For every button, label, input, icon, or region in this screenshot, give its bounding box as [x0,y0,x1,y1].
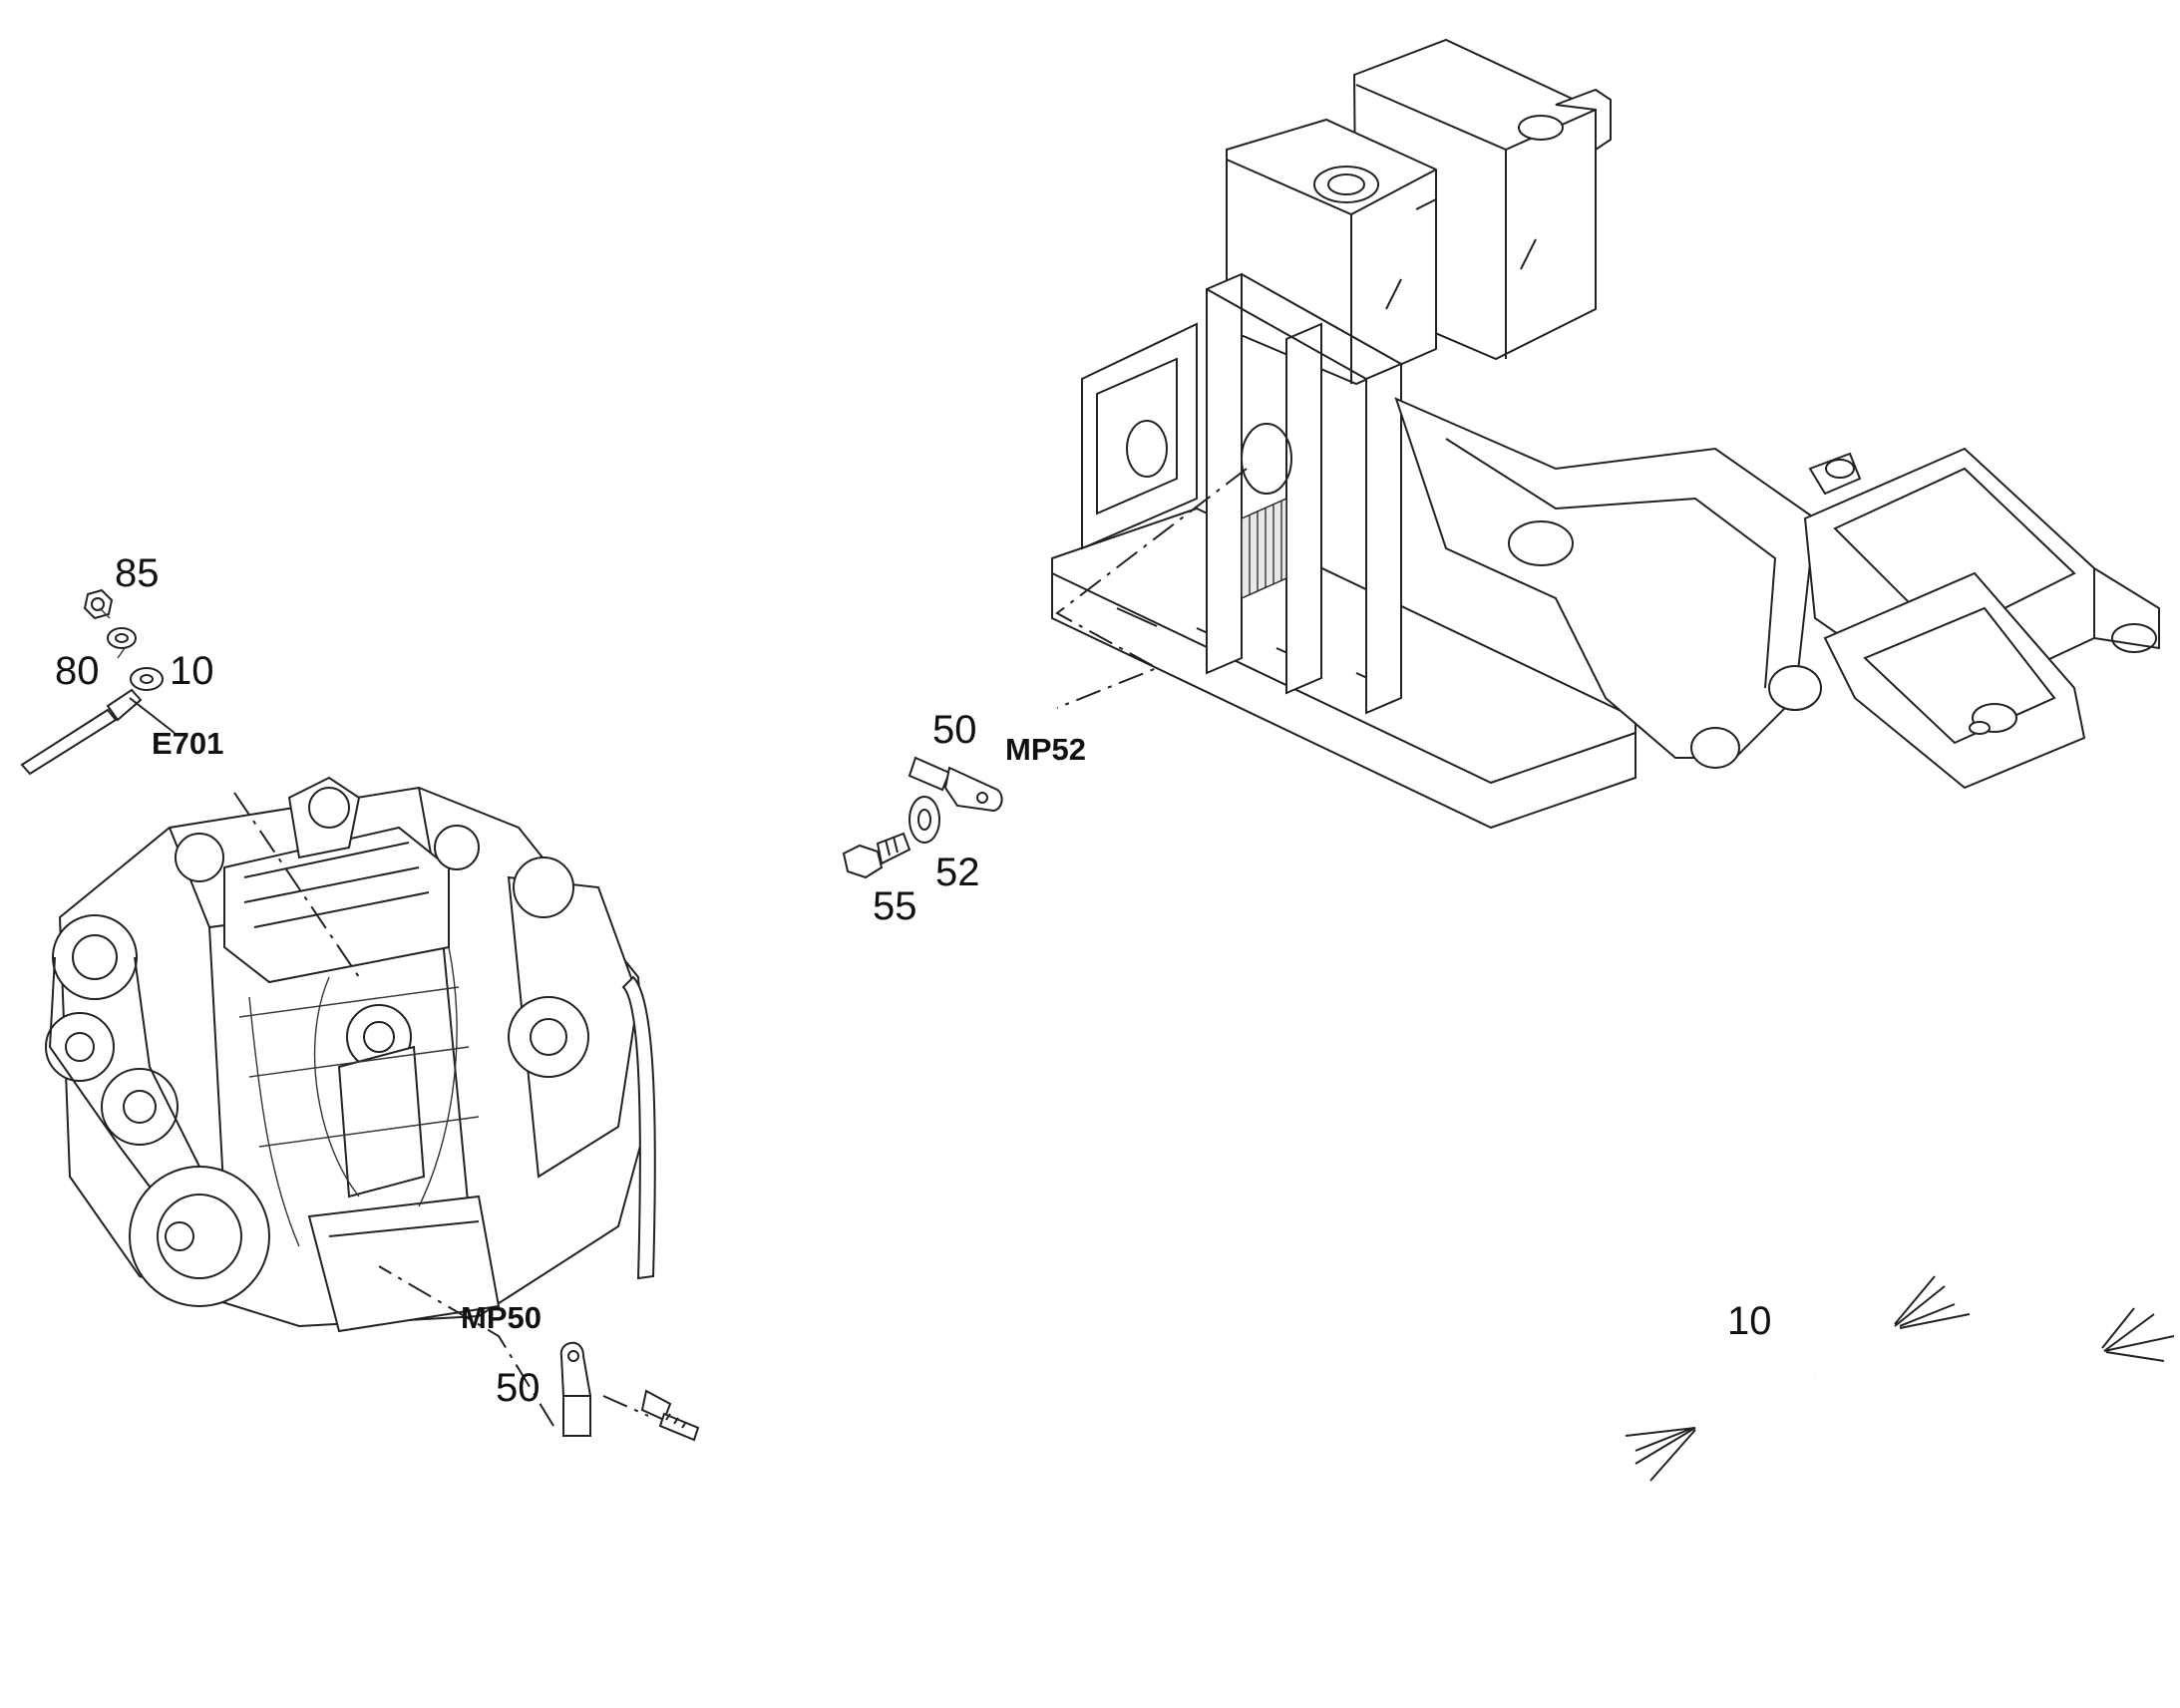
callout-10-harness: 10 [1727,1299,1772,1343]
nut-85 [83,588,114,620]
ground-cable-50 [559,708,1003,1564]
ref-mp50: MP50 [461,1300,542,1335]
callout-80: 80 [55,649,100,693]
sensor-wire-10 [20,708,118,776]
callout-55: 55 [873,884,917,928]
cable-terminal-top [908,756,951,792]
cable-terminal-bottom [562,1395,591,1437]
ref-mp52: MP52 [1005,732,1086,767]
ref-e701: E701 [152,726,223,761]
callout-50-top: 50 [932,708,977,752]
machine-frame [1051,38,2160,830]
washer-80 [107,627,137,649]
sensor-wire-assembly [20,588,176,776]
wire-harness-10 [1625,1275,2175,1482]
callout-85: 85 [115,551,160,595]
callout-50-bottom: 50 [496,1366,541,1410]
engine [45,776,656,1333]
washer-52 [908,796,940,844]
bolt-55 [842,844,884,879]
bolt-and-washer [842,796,940,879]
callout-10-sensor: 10 [170,649,214,693]
callouts: 85 80 10 E701 50 MP52 52 55 MP50 50 10 [55,551,1772,1410]
leader-lines [99,468,1248,1427]
callout-52: 52 [935,851,980,894]
